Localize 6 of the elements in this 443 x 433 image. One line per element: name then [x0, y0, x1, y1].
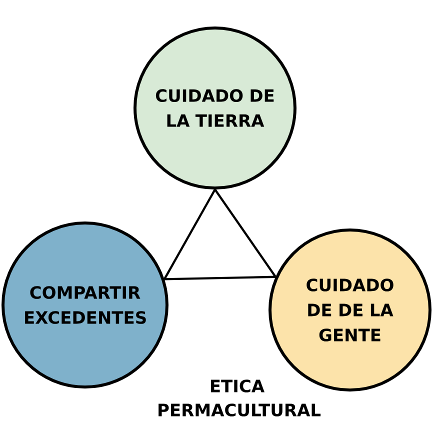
- circle-node: COMPARTIR EXCEDENTES: [2, 222, 168, 388]
- triangle-side: [164, 276, 276, 280]
- triangle-side: [214, 188, 276, 278]
- circle-node: CUIDADO DE DE LA GENTE: [268, 228, 432, 392]
- circle-node: CUIDADO DE LA TIERRA: [134, 26, 296, 190]
- triangle-side: [163, 188, 216, 280]
